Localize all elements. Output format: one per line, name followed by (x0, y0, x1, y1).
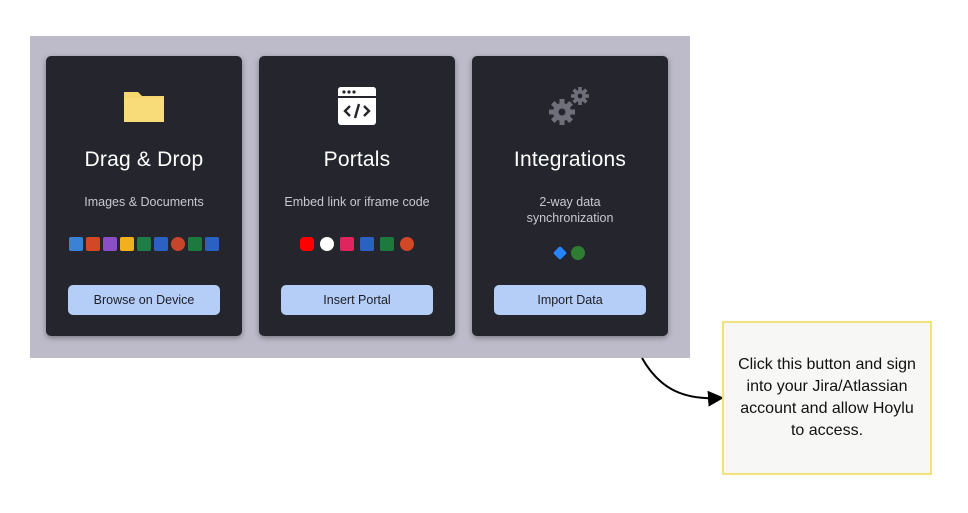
instruction-callout: Click this button and sign into your Jir… (722, 321, 932, 475)
card-title: Portals (323, 148, 391, 171)
google-maps-icon (320, 237, 334, 251)
gears-icon (472, 84, 668, 128)
sync-app-icon (571, 246, 585, 260)
jira-icon (552, 245, 568, 261)
integration-badges (472, 245, 668, 261)
drag-drop-card: Drag & Drop Images & Documents Browse on… (46, 56, 242, 336)
file-type-icon (86, 237, 100, 251)
excel-icon (380, 237, 394, 251)
embed-source-badges (259, 237, 455, 251)
callout-text: Click this button and sign into your Jir… (738, 356, 916, 439)
callout-arrow (641, 357, 724, 407)
folder-icon (46, 84, 242, 128)
file-type-icon (103, 237, 117, 251)
youtube-icon (300, 237, 314, 251)
file-type-icon (188, 237, 202, 251)
import-data-button[interactable]: Import Data (494, 285, 646, 315)
card-subtitle: 2-way data synchronization (526, 195, 614, 225)
file-type-icon (137, 237, 151, 251)
browse-on-device-button[interactable]: Browse on Device (68, 285, 220, 315)
card-title: Integrations (513, 148, 627, 171)
portals-card: Portals Embed link or iframe code Insert… (259, 56, 455, 336)
file-type-icon (205, 237, 219, 251)
file-type-icon (69, 237, 83, 251)
upload-options-panel: Drag & Drop Images & Documents Browse on… (30, 36, 690, 358)
card-subtitle: Embed link or iframe code (284, 195, 430, 209)
code-window-icon (259, 84, 455, 128)
file-type-icon (120, 237, 134, 251)
integrations-card: Integrations 2-way data synchronization … (472, 56, 668, 336)
insert-portal-button[interactable]: Insert Portal (281, 285, 433, 315)
invision-icon (340, 237, 354, 251)
file-type-badges (46, 237, 242, 251)
powerpoint-icon (400, 237, 414, 251)
card-subtitle: Images & Documents (84, 195, 204, 209)
word-icon (360, 237, 374, 251)
card-title: Drag & Drop (84, 148, 204, 171)
file-type-icon (154, 237, 168, 251)
file-type-icon (171, 237, 185, 251)
